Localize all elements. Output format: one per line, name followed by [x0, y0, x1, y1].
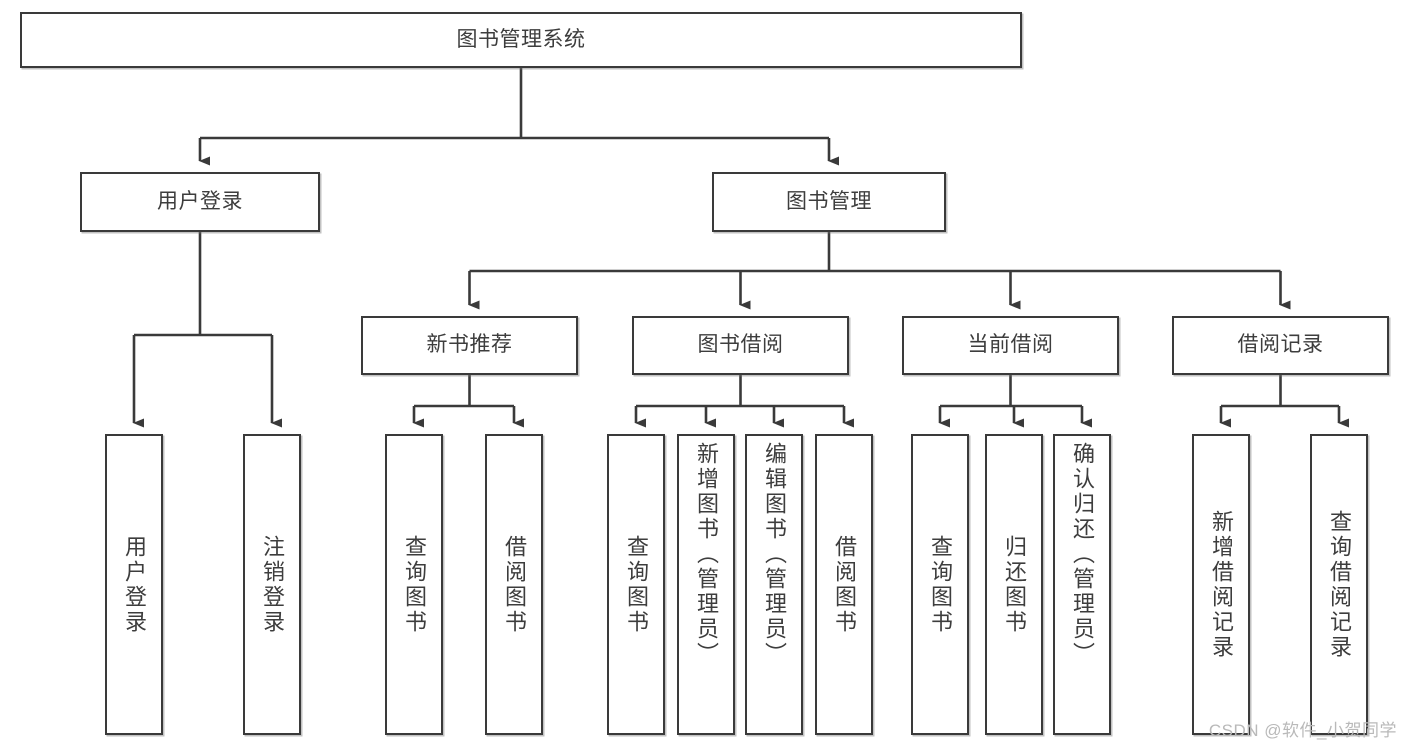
- node-leaf-query-record[interactable]: 查询借阅记录: [1310, 434, 1368, 735]
- node-leaf-query-book-borrow[interactable]: 查询图书: [607, 434, 665, 735]
- node-label: 用户登录: [122, 534, 147, 635]
- node-user-login[interactable]: 用户登录: [80, 172, 320, 232]
- node-root[interactable]: 图书管理系统: [20, 12, 1022, 68]
- node-label: 借阅记录: [1237, 333, 1324, 357]
- node-label: 查询借阅记录: [1327, 509, 1352, 660]
- node-label: 图书管理: [786, 189, 872, 213]
- node-leaf-add-record[interactable]: 新增借阅记录: [1192, 434, 1250, 735]
- node-leaf-user-login[interactable]: 用户登录: [105, 434, 163, 735]
- node-label: 借阅图书: [502, 534, 527, 635]
- node-label: 编辑图书（管理员）: [762, 442, 787, 667]
- node-label: 当前借阅: [967, 333, 1054, 357]
- node-label: 确认归还（管理员）: [1070, 442, 1095, 667]
- watermark-label: CSDN @软件_小贺同学: [1208, 721, 1397, 740]
- node-leaf-borrow-book[interactable]: 借阅图书: [815, 434, 873, 735]
- node-label: 新增图书（管理员）: [694, 442, 719, 667]
- node-new-book-recommend[interactable]: 新书推荐: [361, 316, 578, 375]
- node-leaf-edit-book[interactable]: 编辑图书（管理员）: [745, 434, 803, 735]
- node-book-borrow[interactable]: 图书借阅: [632, 316, 849, 375]
- node-label: 查询图书: [402, 534, 427, 635]
- node-book-management[interactable]: 图书管理: [712, 172, 946, 232]
- node-label: 查询图书: [928, 534, 953, 635]
- node-leaf-confirm-return[interactable]: 确认归还（管理员）: [1053, 434, 1111, 735]
- node-leaf-query-book-recommend[interactable]: 查询图书: [385, 434, 443, 735]
- node-label: 图书管理系统: [456, 27, 586, 51]
- node-label: 新书推荐: [426, 333, 513, 357]
- node-label: 查询图书: [624, 534, 649, 635]
- node-label: 图书借阅: [697, 333, 784, 357]
- node-leaf-logout[interactable]: 注销登录: [243, 434, 301, 735]
- node-leaf-borrow-book-recommend[interactable]: 借阅图书: [485, 434, 543, 735]
- node-leaf-add-book[interactable]: 新增图书（管理员）: [677, 434, 735, 735]
- node-leaf-query-book-current[interactable]: 查询图书: [911, 434, 969, 735]
- node-current-borrow[interactable]: 当前借阅: [902, 316, 1119, 375]
- node-label: 用户登录: [157, 189, 243, 213]
- node-borrow-record[interactable]: 借阅记录: [1172, 316, 1389, 375]
- node-label: 归还图书: [1002, 534, 1027, 635]
- node-leaf-return-book[interactable]: 归还图书: [985, 434, 1043, 735]
- node-label: 注销登录: [260, 534, 285, 635]
- node-label: 新增借阅记录: [1209, 509, 1234, 660]
- node-label: 借阅图书: [832, 534, 857, 635]
